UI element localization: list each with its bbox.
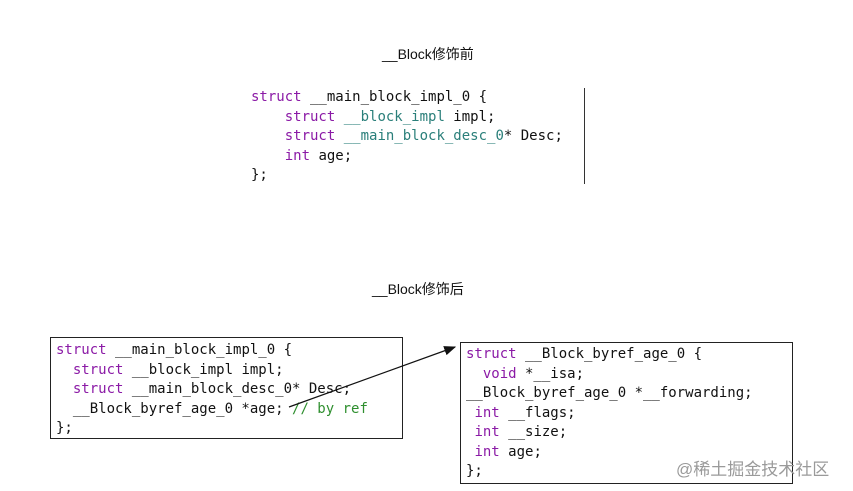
code-token: int	[474, 424, 500, 440]
code-token: struct	[284, 128, 336, 144]
code-token: __Block_byref_age_0 *__forwarding;	[466, 385, 753, 401]
code-line: void *__isa;	[466, 365, 753, 385]
code-line: struct __main_block_desc_0* Desc;	[251, 127, 563, 147]
code-line: __Block_byref_age_0 *age; // by ref	[56, 400, 368, 420]
after-caption: __Block修饰后	[372, 281, 464, 297]
code-token: __Block_byref_age_0 *age;	[56, 400, 293, 417]
code-token: age;	[499, 443, 542, 460]
code-token: __main_block_desc_0	[335, 128, 504, 144]
code-line: };	[56, 419, 368, 439]
code-token: __main_block_impl_0 {	[106, 342, 293, 358]
code-token: __size;	[499, 424, 568, 440]
code-token	[56, 381, 73, 397]
code-token: struct	[251, 89, 302, 105]
code-line: struct __main_block_desc_0* Desc;	[56, 380, 368, 400]
code-token: struct	[56, 342, 107, 358]
code-token: void	[482, 365, 517, 382]
code-token: struct	[284, 108, 336, 125]
code-token: __main_block_desc_0* Desc;	[123, 381, 352, 397]
code-line: int __size;	[466, 423, 753, 443]
block-byref-age-box	[460, 342, 793, 484]
code-line: int age;	[466, 443, 753, 463]
before-divider	[584, 88, 585, 184]
block-byref-age-code: struct __Block_byref_age_0 { void *__isa…	[466, 345, 753, 482]
code-token: struct	[466, 346, 517, 362]
code-token: int	[284, 147, 311, 164]
code-token: age;	[310, 147, 353, 164]
code-line: struct __block_impl impl;	[251, 108, 563, 128]
code-line: };	[251, 166, 563, 186]
code-token: // by ref	[292, 400, 368, 417]
code-line: struct __Block_byref_age_0 {	[466, 345, 753, 365]
code-token	[251, 109, 285, 125]
code-token	[251, 148, 285, 164]
code-token: __main_block_impl_0 {	[301, 89, 488, 105]
code-token: };	[466, 463, 483, 479]
code-token: struct	[72, 361, 124, 378]
code-token: __Block_byref_age_0 {	[516, 346, 703, 362]
main-block-impl-code: struct __main_block_impl_0 { struct __bl…	[56, 341, 368, 439]
code-line: int age;	[251, 147, 563, 167]
code-token: *__isa;	[516, 365, 585, 382]
code-token: __block_impl impl;	[123, 361, 284, 378]
code-token: __flags;	[499, 404, 576, 421]
code-token: __block_impl	[335, 108, 445, 125]
code-line: };	[466, 462, 753, 482]
before-code-block: struct __main_block_impl_0 { struct __bl…	[251, 88, 563, 186]
code-token: int	[474, 443, 500, 460]
code-token: int	[474, 404, 500, 421]
code-line: int __flags;	[466, 404, 753, 424]
code-token: impl;	[444, 108, 496, 125]
code-token: struct	[72, 381, 124, 397]
code-line: struct __block_impl impl;	[56, 361, 368, 381]
code-token	[251, 128, 285, 144]
code-line: struct __main_block_impl_0 {	[56, 341, 368, 361]
code-token: };	[56, 420, 73, 436]
code-token: };	[251, 167, 268, 183]
before-caption: __Block修饰前	[382, 46, 474, 62]
code-token	[56, 362, 73, 378]
code-token: * Desc;	[503, 128, 563, 144]
code-line: struct __main_block_impl_0 {	[251, 88, 563, 108]
watermark: @稀土掘金技术社区	[676, 460, 830, 479]
code-line: __Block_byref_age_0 *__forwarding;	[466, 384, 753, 404]
code-token	[466, 366, 483, 382]
